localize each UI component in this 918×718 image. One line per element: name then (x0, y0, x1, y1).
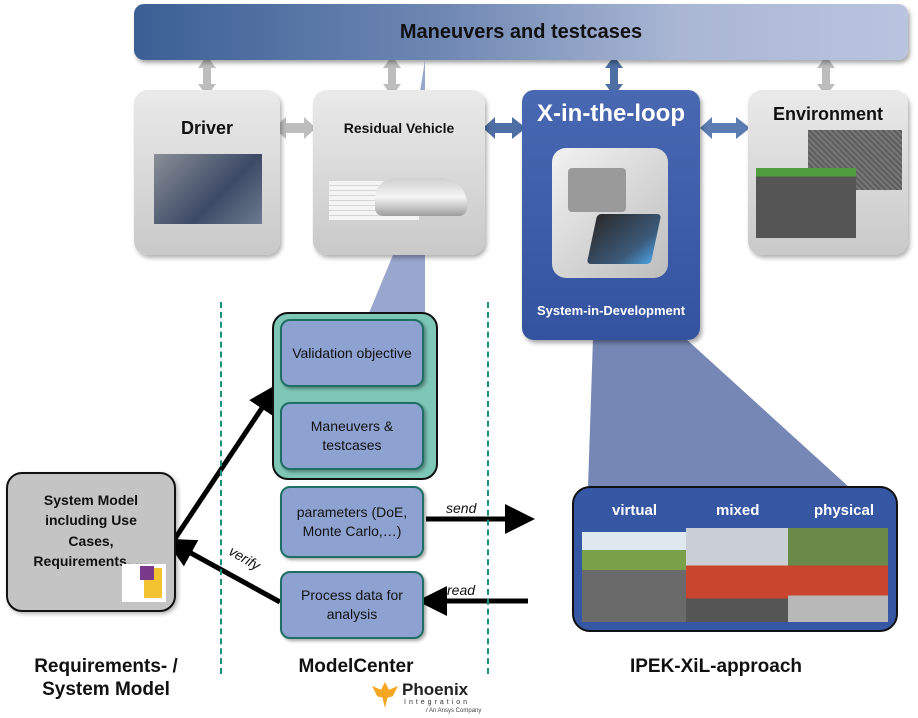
banner-arrow-xil (605, 56, 623, 96)
xil-card: X-in-the-loop System-in-Development (522, 90, 700, 340)
banner-arrow-driver (198, 56, 216, 96)
step-validation-objective: Validation objective (280, 319, 424, 387)
road-image (756, 168, 856, 238)
send-label: send (446, 500, 477, 516)
xil-environment-arrow (700, 117, 750, 139)
section-xil-approach: IPEK-XiL-approach (629, 656, 803, 677)
xil-subtitle: System-in-Development (536, 303, 686, 318)
section-modelcenter: ModelCenter (298, 656, 414, 677)
xil-title: X-in-the-loop (537, 100, 685, 127)
divider-right (487, 302, 489, 674)
system-to-modelcenter-arrow (171, 383, 279, 542)
step-maneuvers-testcases: Maneuvers & testcases (280, 402, 424, 470)
step-process-data: Process data for analysis (280, 571, 424, 639)
system-model-box: System Model including Use Cases, Requir… (6, 472, 176, 612)
residual-xil-arrow (483, 117, 526, 139)
virtual-image (582, 532, 692, 622)
verify-arrow (164, 538, 282, 605)
residual-vehicle-card: Residual Vehicle (313, 90, 485, 255)
variant-physical: physical (814, 502, 875, 519)
driver-residual-arrow (274, 117, 316, 139)
banner-arrow-environment (817, 56, 835, 96)
ecu-image (552, 148, 668, 278)
phoenix-bird-icon (372, 682, 398, 708)
environment-card: Environment (748, 90, 908, 255)
section-requirements: Requirements- / System Model (34, 656, 178, 700)
sysml-logo-icon (122, 564, 166, 602)
driver-photo (154, 154, 262, 224)
maneuvers-banner: Maneuvers and testcases (134, 4, 908, 60)
physical-image (788, 528, 888, 622)
car-image (375, 178, 467, 216)
banner-arrow-residual (383, 56, 401, 96)
xil-variants-box: virtual mixed physical (572, 486, 898, 632)
residual-vehicle-title: Residual Vehicle (343, 120, 455, 136)
divider-left (220, 302, 222, 674)
mixed-image (686, 528, 790, 622)
phoenix-logo: Phoenix Integration / An Ansys Company (370, 680, 490, 716)
variant-virtual: virtual (612, 502, 658, 519)
driver-title: Driver (180, 118, 234, 138)
variant-mixed: mixed (716, 502, 760, 519)
environment-title: Environment (772, 104, 883, 124)
read-label: read (447, 582, 476, 598)
driver-card: Driver (134, 90, 280, 255)
step-parameters: parameters (DoE, Monte Carlo,…) (280, 486, 424, 558)
system-model-text: System Model including Use Cases, Requir… (33, 492, 149, 569)
xil-projection (588, 338, 850, 488)
